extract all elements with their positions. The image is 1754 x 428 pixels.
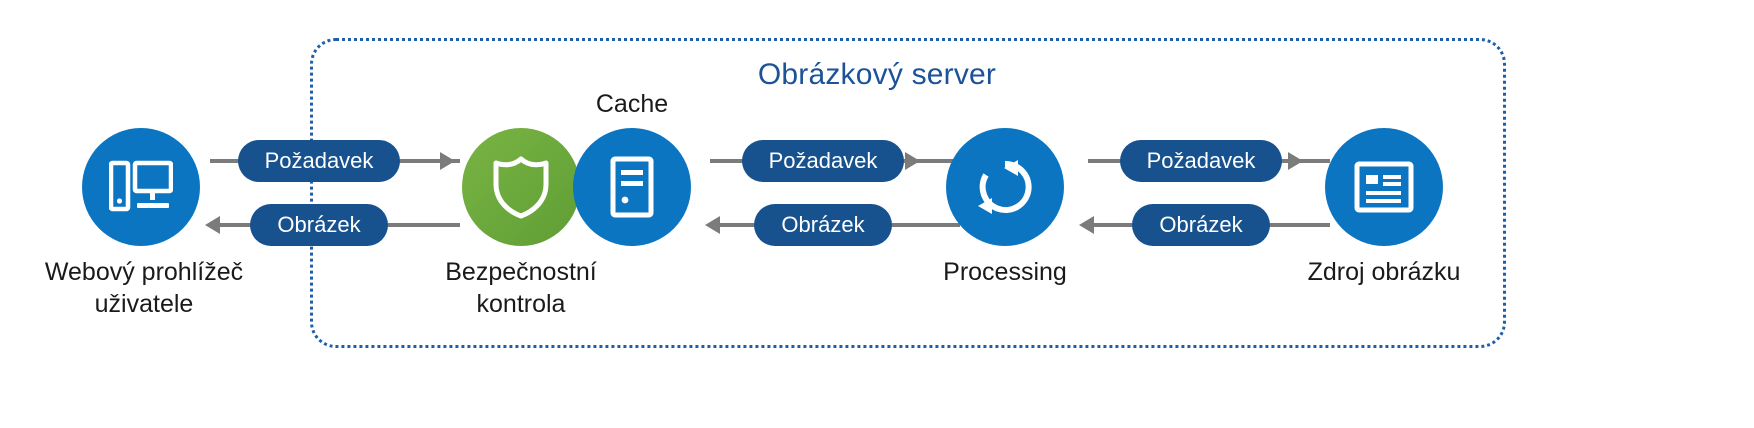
- desktop-monitor-icon: [109, 159, 173, 215]
- connector-label-image-1[interactable]: Obrázek: [250, 204, 388, 246]
- node-cache-label: Cache: [595, 90, 669, 118]
- node-processing[interactable]: [946, 128, 1064, 246]
- image-list-icon: [1354, 161, 1414, 213]
- connector-arrowhead-request-3: [1288, 152, 1303, 170]
- node-processing-label: Processing: [943, 258, 1067, 286]
- node-security-check-label: Bezpečnostní kontrola: [445, 258, 597, 318]
- connector-label-image-3[interactable]: Obrázek: [1132, 204, 1270, 246]
- node-web-browser[interactable]: [82, 128, 200, 246]
- node-security-check[interactable]: [462, 128, 580, 246]
- connector-label-request-2[interactable]: Požadavek: [742, 140, 904, 182]
- server-tower-icon: [610, 156, 654, 218]
- connector-arrowhead-image-1: [205, 216, 220, 234]
- node-image-source[interactable]: [1325, 128, 1443, 246]
- connector-arrowhead-request-1: [440, 152, 455, 170]
- image-server-title: Obrázkový server: [757, 58, 997, 91]
- connector-label-image-2[interactable]: Obrázek: [754, 204, 892, 246]
- connector-label-request-1[interactable]: Požadavek: [238, 140, 400, 182]
- shield-icon: [490, 154, 552, 220]
- connector-arrowhead-request-2: [905, 152, 920, 170]
- connector-arrowhead-image-3: [1079, 216, 1094, 234]
- refresh-cycle-icon: [974, 156, 1036, 218]
- node-image-source-label: Zdroj obrázku: [1307, 258, 1461, 286]
- image-server-boundary: [310, 38, 1506, 348]
- node-cache[interactable]: [573, 128, 691, 246]
- node-web-browser-label: Webový prohlížeč uživatele: [44, 258, 244, 318]
- connector-arrowhead-image-2: [705, 216, 720, 234]
- connector-label-request-3[interactable]: Požadavek: [1120, 140, 1282, 182]
